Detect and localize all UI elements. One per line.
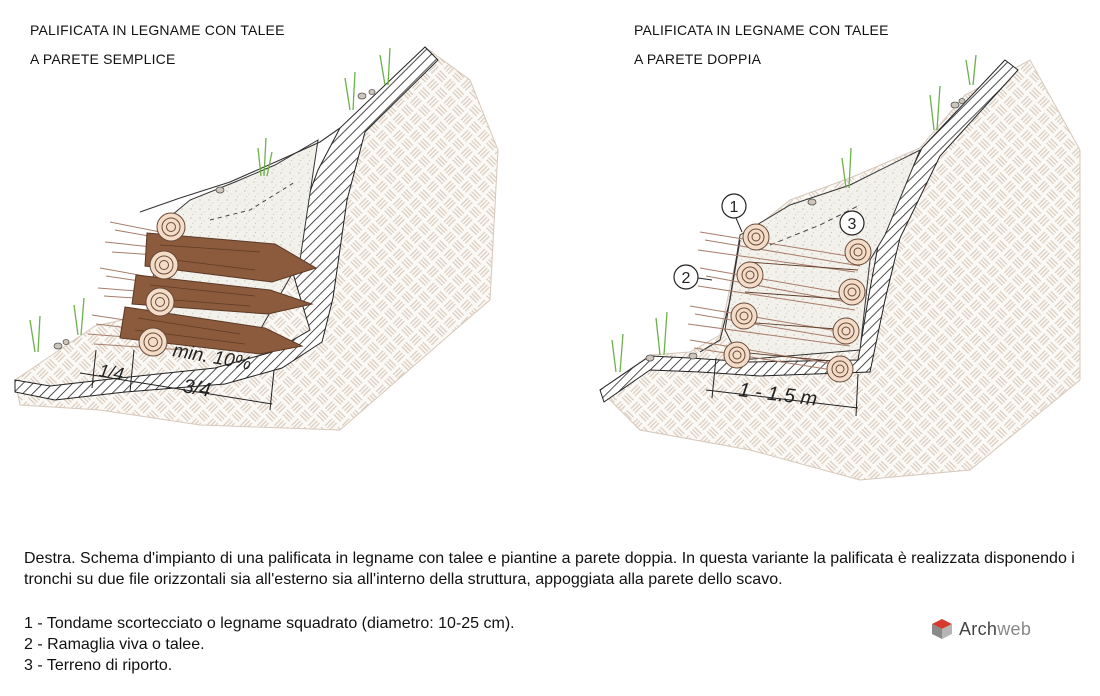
left-pebbles bbox=[53, 89, 376, 350]
right-dimension-lines bbox=[705, 357, 859, 417]
left-title-line2: A PARETE SEMPLICE bbox=[30, 51, 176, 67]
brand-name: Archweb bbox=[959, 619, 1031, 640]
right-diagram: 1 - 1.5 m 1 2 3 bbox=[599, 54, 1081, 481]
caption-text: Destra. Schema d'impianto di una palific… bbox=[24, 550, 1075, 588]
right-grass bbox=[611, 54, 977, 373]
left-grass bbox=[29, 47, 391, 353]
left-dim-three-quarter: 3/4 bbox=[181, 375, 212, 401]
cube-icon bbox=[932, 619, 952, 639]
legend-item-3: 3 - Terreno di riporto. bbox=[24, 657, 173, 674]
legend-item-2: 2 - Ramaglia viva o talee. bbox=[24, 636, 205, 653]
legend: 1 - Tondame scortecciato o legname squad… bbox=[24, 613, 515, 676]
left-diagram: 1/4 3/4 min. 10% bbox=[14, 46, 499, 431]
marker-2-label: 2 bbox=[682, 270, 691, 287]
diagram-canvas: 1/4 3/4 min. 10% bbox=[14, 46, 1081, 481]
right-log-ends bbox=[723, 223, 872, 383]
right-title-line2: A PARETE DOPPIA bbox=[634, 51, 762, 67]
brand-part2: web bbox=[997, 618, 1032, 639]
right-outer-wall-line bbox=[699, 239, 741, 353]
left-stakes bbox=[119, 232, 318, 355]
right-marker-2: 2 bbox=[673, 264, 713, 290]
marker-1-label: 1 bbox=[730, 199, 739, 216]
right-horizontal-logs bbox=[737, 261, 859, 363]
right-pebbles bbox=[645, 98, 966, 362]
caption: Destra. Schema d'impianto di una palific… bbox=[24, 548, 1084, 590]
archweb-logo: Archweb bbox=[930, 617, 1031, 641]
right-marker-1: 1 bbox=[721, 193, 747, 233]
right-marker-3: 3 bbox=[839, 210, 865, 236]
left-title-line1: PALIFICATA IN LEGNAME CON TALEE bbox=[30, 22, 285, 38]
right-title-line1: PALIFICATA IN LEGNAME CON TALEE bbox=[634, 22, 889, 38]
legend-item-1: 1 - Tondame scortecciato o legname squad… bbox=[24, 615, 515, 632]
right-excavation-band bbox=[599, 59, 1019, 403]
right-branches bbox=[687, 231, 861, 373]
marker-3-label: 3 bbox=[848, 216, 857, 233]
left-dimension-lines bbox=[79, 349, 275, 411]
left-dim-quarter: 1/4 bbox=[97, 360, 125, 384]
left-slope-line bbox=[139, 127, 341, 213]
brand-part1: Arch bbox=[959, 618, 998, 639]
left-log-ends bbox=[138, 212, 186, 357]
left-inner-dashed bbox=[209, 181, 296, 221]
